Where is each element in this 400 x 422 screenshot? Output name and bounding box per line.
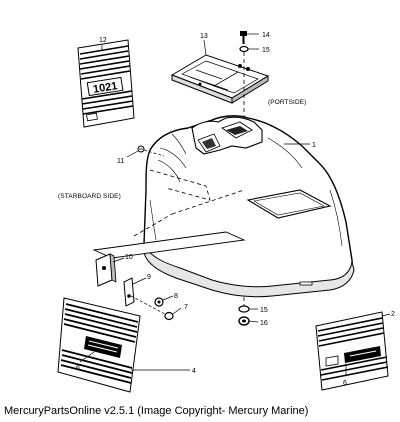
part-13-plate — [170, 54, 270, 104]
cowl-part-1 — [133, 115, 355, 298]
callout-6-left: 6 — [76, 365, 80, 372]
screw-11 — [126, 145, 165, 158]
decal-4 — [57, 297, 190, 393]
callout-7: 7 — [184, 304, 188, 311]
callout-4: 4 — [192, 368, 196, 375]
callout-1: 1 — [312, 142, 316, 149]
callout-2: 2 — [391, 311, 395, 318]
washer-15-bottom — [238, 305, 258, 313]
decal-model-number: 1021 — [92, 80, 118, 96]
callout-15-bottom: 15 — [260, 307, 268, 314]
washer-15-top — [239, 45, 259, 53]
callout-6-right: 6 — [343, 380, 347, 387]
callout-11: 11 — [117, 158, 124, 165]
callouts: 12 13 14 15 1 11 10 9 8 7 15 16 2 6 4 6 — [76, 32, 395, 387]
bracket-9 — [123, 277, 147, 307]
callout-13: 13 — [200, 33, 208, 40]
callout-14: 14 — [262, 32, 270, 39]
bracket-10 — [95, 253, 125, 287]
callout-9: 9 — [147, 274, 151, 281]
screw-7 — [164, 307, 182, 321]
parts-diagram: 10 2 1 — [57, 31, 395, 393]
portside-label: (PORTSIDE) — [268, 99, 306, 106]
callout-15-top: 15 — [262, 47, 270, 54]
bolt-14 — [240, 31, 259, 44]
decal-12: 1021 — [77, 39, 135, 128]
callout-16: 16 — [260, 320, 268, 327]
image-caption: MercuryPartsOnline v2.5.1 (Image Copyrig… — [4, 405, 309, 417]
decal-2 — [315, 311, 391, 391]
washer-8 — [154, 295, 174, 307]
nut-16 — [238, 316, 259, 326]
starboard-label: (STARBOARD SIDE) — [58, 193, 121, 200]
callout-10: 10 — [125, 254, 133, 261]
callout-12: 12 — [99, 37, 107, 44]
callout-8: 8 — [174, 293, 178, 300]
